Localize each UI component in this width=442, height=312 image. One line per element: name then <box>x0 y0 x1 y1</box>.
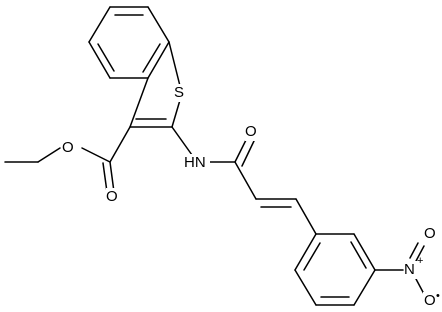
atom-label-o-ester-single: O <box>62 139 74 156</box>
bond-c2-nh <box>171 126 193 156</box>
atom-label-n-nitro: N <box>404 261 415 278</box>
atom-label-o-nitro-top: O <box>424 225 436 242</box>
label-bg-o-nitro-top <box>423 225 437 243</box>
bond-benz-2 <box>147 6 170 43</box>
bond-ar-6 <box>294 233 317 271</box>
label-bg-s <box>174 84 188 102</box>
atom-label-s: S <box>174 84 184 101</box>
bond-s-c7a <box>168 41 181 87</box>
bond-cbeta-aryl <box>295 198 317 235</box>
bond-camide-o-b <box>241 140 255 167</box>
ester-group <box>4 126 131 193</box>
atom-label-o-nitro-radical: O <box>424 292 436 309</box>
bond-c3-c3a <box>129 77 149 128</box>
bond-benz-inner-3 <box>97 43 115 72</box>
bond-ar-inner-3 <box>303 242 321 271</box>
benzene-ring-fused <box>88 6 170 79</box>
vinyl-linker <box>255 198 317 235</box>
bond-benz-5 <box>88 41 111 79</box>
label-bg-nh <box>184 154 210 172</box>
bond-n-o-bottom <box>415 278 425 295</box>
bond-benz-6 <box>88 6 111 43</box>
bond-c-o-double-b <box>102 162 108 193</box>
bond-ar-inner-1 <box>350 241 367 269</box>
atom-label-o-ester-carbonyl: O <box>106 188 118 205</box>
amide-linker <box>171 126 257 200</box>
bond-ar-3 <box>353 269 376 306</box>
label-bg-o-nitro-radical <box>423 292 437 310</box>
bond-n-o-top-b <box>409 242 419 259</box>
bond-o-ch2 <box>37 147 61 163</box>
label-bg-n-nitro <box>404 261 418 279</box>
thiophene-ring <box>129 41 181 128</box>
bond-camide-calpha <box>234 161 257 200</box>
bond-benz-inner-2 <box>142 43 161 73</box>
nitro-group <box>374 242 425 295</box>
bond-n-o-top-a <box>415 245 425 262</box>
bond-camide-o-a <box>234 137 248 163</box>
bond-ar-5 <box>294 269 317 306</box>
bond-ar-2 <box>353 233 376 271</box>
bond-c-o-single <box>81 147 111 163</box>
label-bg-o-ketone <box>245 123 259 141</box>
atom-label-o-ketone: O <box>245 123 257 140</box>
bond-c-o-double-a <box>109 161 115 193</box>
atom-charge-n-nitro: + <box>417 255 423 267</box>
atom-labels: S HN O O O N + O O • <box>62 84 440 310</box>
bond-benz-3 <box>147 41 170 79</box>
label-bg-o-ester-single <box>62 139 76 157</box>
label-bg-o-ester-carbonyl <box>106 188 120 206</box>
bond-c3-ccarbonyl <box>109 126 131 163</box>
atom-label-nh: HN <box>184 154 206 171</box>
bond-s-c2 <box>171 99 181 128</box>
atom-radical-mark-o-nitro: • <box>436 290 440 302</box>
nitrophenyl-ring <box>294 233 376 306</box>
